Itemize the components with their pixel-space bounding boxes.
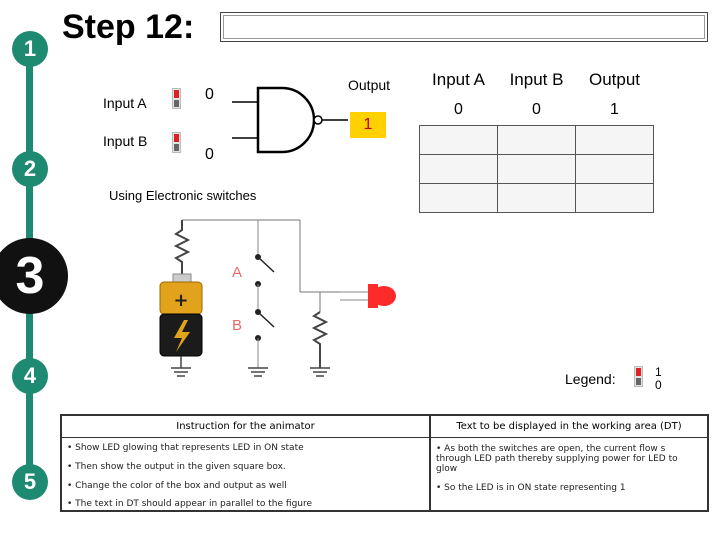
truth-cell: 1 bbox=[575, 96, 654, 126]
nand-bubble bbox=[313, 115, 323, 125]
legend-label: Legend: bbox=[565, 371, 616, 387]
step-3-badge[interactable]: 3 bbox=[0, 238, 68, 314]
truth-cell-empty bbox=[497, 153, 576, 184]
animator-item: • Change the color of the box and output… bbox=[67, 481, 287, 491]
resistor-right bbox=[311, 311, 329, 368]
step-4-badge[interactable]: 4 bbox=[12, 358, 48, 394]
instruction-table: Instruction for the animator • Show LED … bbox=[60, 414, 709, 512]
step-2-badge[interactable]: 2 bbox=[12, 151, 48, 187]
circuit-caption: Using Electronic switches bbox=[109, 188, 257, 203]
legend-values: 1 0 bbox=[655, 366, 662, 392]
legend-switch-icon bbox=[634, 366, 643, 387]
switch-b-lever bbox=[257, 311, 275, 328]
truth-cell-empty bbox=[419, 153, 498, 184]
animator-column: Instruction for the animator • Show LED … bbox=[62, 416, 431, 510]
truth-header-input-b: Input B bbox=[509, 70, 564, 89]
legend-off-value: 0 bbox=[655, 378, 662, 392]
animator-header: Instruction for the animator bbox=[62, 416, 429, 438]
switch-b-label: B bbox=[232, 317, 243, 334]
animator-item: • The text in DT should appear in parall… bbox=[67, 499, 313, 509]
nand-gate-diagram bbox=[232, 86, 348, 154]
truth-header-output: Output bbox=[588, 70, 641, 89]
truth-cell-empty bbox=[419, 182, 498, 213]
animator-item: • Show LED glowing that represents LED i… bbox=[67, 443, 304, 453]
animator-item: • Then show the output in the given squa… bbox=[67, 462, 286, 472]
led-glow bbox=[372, 286, 396, 306]
led-icon bbox=[340, 284, 396, 308]
truth-cell-empty bbox=[575, 153, 654, 184]
truth-header-input-a: Input A bbox=[432, 70, 485, 89]
dt-item: • So the LED is in ON state representing… bbox=[436, 483, 626, 493]
switch-a-lever bbox=[257, 256, 275, 273]
truth-cell: 0 bbox=[419, 96, 498, 126]
output-box: 1 bbox=[350, 112, 386, 138]
dt-item: • As both the switches are open, the cur… bbox=[436, 444, 678, 474]
truth-cell-empty bbox=[419, 124, 498, 155]
truth-cell-empty bbox=[575, 182, 654, 213]
output-label: Output bbox=[348, 77, 391, 93]
truth-cell-empty bbox=[497, 182, 576, 213]
battery-terminal bbox=[172, 273, 192, 283]
input-b-value: 0 bbox=[205, 146, 214, 163]
input-a-value: 0 bbox=[205, 86, 214, 103]
truth-table: Input A Input B Output 0 0 1 bbox=[419, 64, 654, 213]
input-b-switch[interactable] bbox=[172, 132, 181, 153]
battery-plus-icon: + bbox=[173, 290, 188, 311]
circuit-diagram: + bbox=[159, 219, 340, 377]
title-text-box bbox=[220, 12, 708, 42]
resistor-left bbox=[173, 220, 191, 274]
dt-header: Text to be displayed in the working area… bbox=[431, 416, 707, 438]
legend-on-value: 1 bbox=[655, 365, 662, 379]
input-b-label: Input B bbox=[103, 133, 148, 149]
dt-column: Text to be displayed in the working area… bbox=[431, 416, 707, 510]
truth-cell-empty bbox=[575, 124, 654, 155]
step-5-badge[interactable]: 5 bbox=[12, 464, 48, 500]
input-a-switch[interactable] bbox=[172, 88, 181, 109]
truth-cell: 0 bbox=[497, 96, 576, 126]
input-a-label: Input A bbox=[103, 95, 147, 111]
switch-a-label: A bbox=[232, 264, 243, 281]
battery-bolt-icon bbox=[174, 320, 190, 352]
step-1-badge[interactable]: 1 bbox=[12, 31, 48, 67]
nand-gate-body bbox=[256, 86, 316, 154]
truth-cell-empty bbox=[497, 124, 576, 155]
page-title: Step 12: bbox=[62, 8, 195, 46]
